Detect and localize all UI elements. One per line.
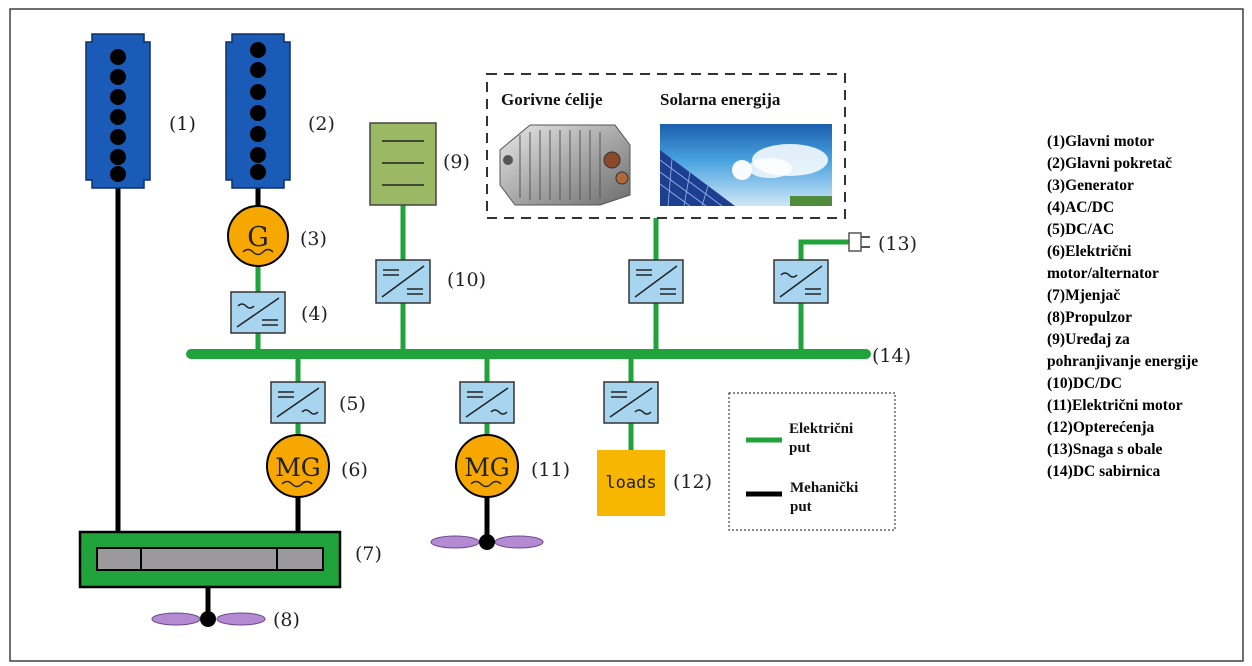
fuel-cell-image [499, 124, 631, 206]
loads-label: (12) [673, 471, 712, 493]
svg-text:loads: loads [605, 473, 656, 493]
svg-text:G: G [247, 222, 269, 253]
energy-storage [369, 122, 437, 206]
component-key: (1)Glavni motor (2)Glavni pokretač (3)Ge… [1047, 133, 1198, 480]
legend-mechanical-line2: put [790, 499, 812, 515]
key-item: (14)DC sabirnica [1047, 463, 1160, 480]
key-item: (3)Generator [1047, 177, 1134, 194]
ac-dc-label: (4) [301, 303, 328, 325]
key-item: motor/alternator [1047, 265, 1159, 282]
renewables-box [486, 73, 846, 219]
key-item: (7)Mjenjač [1047, 287, 1120, 304]
motor-generator: MG [266, 434, 330, 498]
dc-bus-label: (14) [872, 345, 911, 367]
shore-ac-dc-converter [773, 259, 829, 304]
key-item: (11)Električni motor [1047, 397, 1183, 414]
legend: Električni put Mehanički put [728, 392, 896, 531]
generator: G [227, 205, 289, 267]
dc-dc-converter [375, 259, 431, 304]
outer-frame [9, 8, 1244, 662]
electric-motor: MG [455, 434, 519, 498]
gearbox [78, 530, 342, 589]
key-item: (13)Snaga s obale [1047, 441, 1163, 458]
storage-label: (9) [443, 151, 470, 173]
key-item: (5)DC/AC [1047, 221, 1114, 238]
dc-dc-label: (10) [447, 269, 486, 291]
shore-power-label: (13) [878, 233, 917, 255]
key-item: (2)Glavni pokretač [1047, 155, 1172, 172]
motor-propeller [430, 534, 544, 550]
key-item: pohranjivanje energije [1047, 353, 1198, 370]
key-item: (10)DC/DC [1047, 375, 1122, 392]
renewables-dc-dc-converter [628, 259, 684, 304]
key-item: (8)Propulzor [1047, 309, 1132, 326]
electric-motor-label: (11) [531, 459, 570, 481]
main-propeller [151, 611, 266, 627]
dc-ac-label: (5) [339, 393, 366, 415]
solar-title: Solarna energija [660, 90, 781, 109]
dc-ac-converter-motor [459, 381, 515, 424]
key-item: (9)Uređaj za [1047, 331, 1130, 348]
loads-box: loads [597, 450, 665, 516]
dc-ac-converter-loads [603, 381, 659, 424]
legend-electric-line2: put [789, 440, 811, 456]
fuel-cells-title: Gorivne ćelije [501, 90, 603, 109]
legend-electric-line1: Električni [789, 421, 853, 437]
dc-ac-converter-mg [270, 381, 326, 424]
svg-text:MG: MG [464, 453, 510, 482]
propeller-label: (8) [273, 609, 300, 631]
key-item: (1)Glavni motor [1047, 133, 1154, 150]
legend-mechanical-line1: Mehanički [790, 480, 858, 496]
solar-image [659, 124, 832, 207]
ac-dc-converter [230, 291, 286, 334]
motor-generator-label: (6) [341, 459, 368, 481]
svg-text:MG: MG [275, 453, 321, 482]
generator-label: (3) [300, 228, 327, 250]
key-item: (6)Električni [1047, 243, 1132, 260]
main-engine-label: (1) [169, 113, 196, 135]
main-engine [85, 33, 151, 189]
gearbox-label: (7) [355, 543, 382, 565]
plug-icon [848, 232, 870, 252]
prime-mover-label: (2) [308, 113, 335, 135]
prime-mover [225, 33, 291, 189]
key-item: (12)Opterećenja [1047, 419, 1155, 436]
key-item: (4)AC/DC [1047, 199, 1114, 216]
